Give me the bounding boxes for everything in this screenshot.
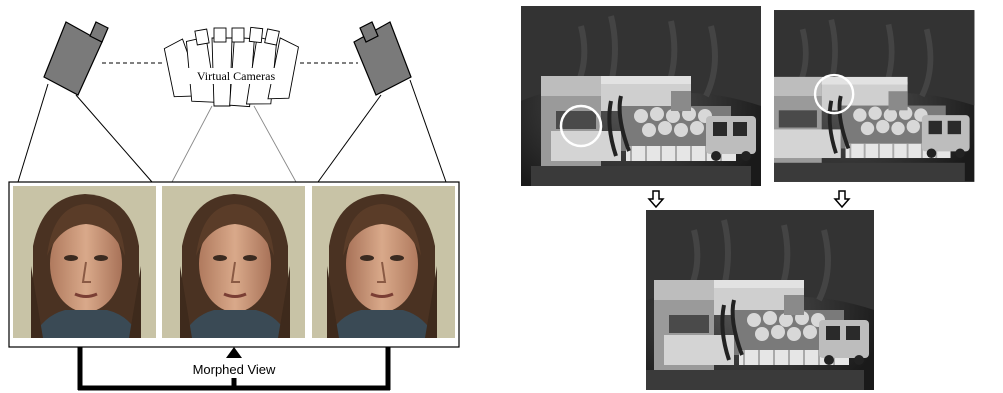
virtual-cameras-label: Virtual Cameras xyxy=(197,69,276,83)
camera-left-icon xyxy=(44,22,108,95)
down-arrow-icon xyxy=(835,191,849,207)
down-arrow-icon xyxy=(649,191,663,207)
virtual-projection-lines xyxy=(172,106,296,182)
face-photo-center xyxy=(162,186,305,338)
face-photo-right xyxy=(312,186,455,338)
scene-output xyxy=(634,210,874,390)
morphed-view-up-arrow-icon xyxy=(226,347,242,358)
camera-right-icon xyxy=(354,22,411,95)
left-diagram: Virtual Cameras xyxy=(9,22,459,390)
scene-left-input xyxy=(521,6,761,186)
scene-right-input xyxy=(745,10,974,182)
face-photo-left xyxy=(13,186,156,338)
virtual-cameras-fan xyxy=(161,27,303,107)
morphed-view-label: Morphed View xyxy=(193,362,276,377)
right-diagram xyxy=(521,6,974,390)
